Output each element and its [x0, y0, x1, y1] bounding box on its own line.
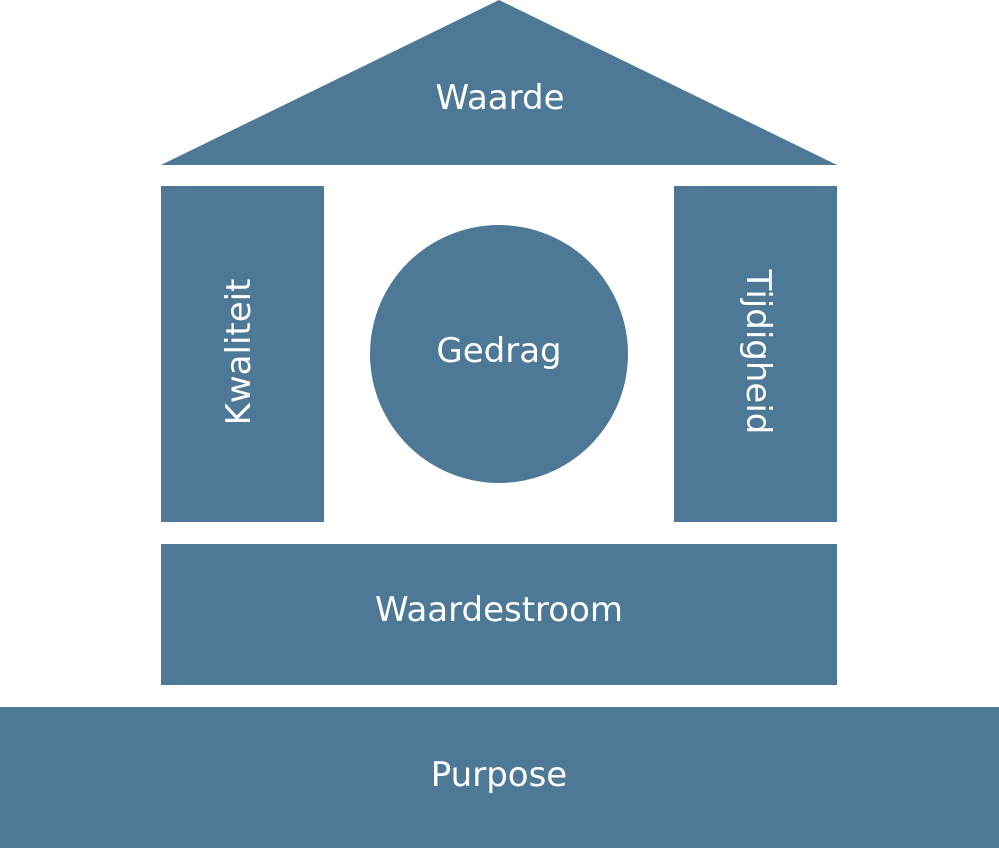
value-stream-band	[161, 544, 837, 685]
roof-label: Waarde	[435, 78, 565, 118]
right-pillar	[674, 186, 837, 522]
center-label: Gedrag	[436, 331, 562, 371]
right-pillar-label: Tijdigheid	[738, 269, 778, 435]
foundation-band	[0, 707, 999, 848]
left-pillar-label: Kwaliteit	[219, 278, 259, 426]
roof-shape	[161, 0, 837, 165]
center-circle	[370, 225, 628, 483]
foundation-label: Purpose	[430, 755, 568, 795]
left-pillar	[161, 186, 324, 522]
value-stream-label: Waardestroom	[375, 590, 623, 630]
